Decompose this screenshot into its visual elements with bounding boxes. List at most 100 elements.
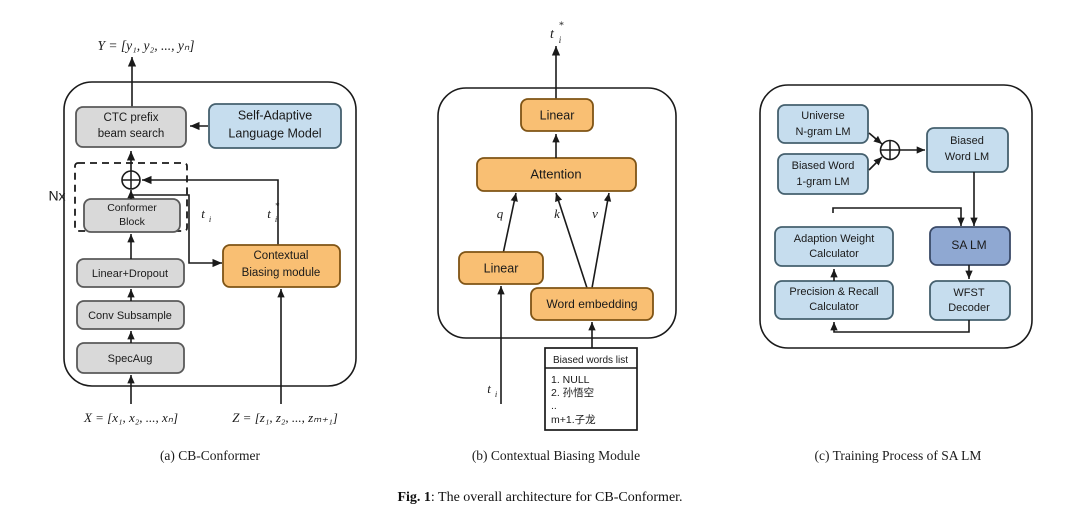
- box-biased-word-1gram-lm[interactable]: Biased Word 1-gram LM: [777, 153, 869, 195]
- box-adaption-weight-calculator[interactable]: Adaption Weight Calculator: [774, 226, 894, 267]
- box-conformer-line1: Conformer: [107, 202, 157, 214]
- box-ctc-rect: [75, 106, 187, 148]
- nx-repeat-label: Nx: [48, 188, 65, 204]
- box-biased-word-lm[interactable]: Biased Word LM: [926, 127, 1009, 173]
- panel-b-output-label: t i *: [550, 20, 563, 45]
- panel-a-caption: (a) CB-Conformer: [160, 448, 261, 463]
- panel-c-caption: (c) Training Process of SA LM: [815, 448, 982, 463]
- label-ti-sub: i: [209, 214, 212, 224]
- box-linear-top-label: Linear: [540, 108, 575, 122]
- box-specaug[interactable]: SpecAug: [76, 342, 185, 374]
- label-ti-star-panel-a: t i *: [267, 201, 280, 224]
- box-wfst-decoder-line2: Decoder: [948, 302, 990, 314]
- box-ctc-line1: CTC prefix: [104, 112, 159, 124]
- box-precision-recall-calculator[interactable]: Precision & Recall Calculator: [774, 280, 894, 320]
- label-v: v: [592, 206, 598, 221]
- box-conformer-block[interactable]: Conformer Block: [83, 198, 181, 233]
- box-biased-word-1gram-rect: [777, 153, 869, 195]
- biased-words-list-frame: [544, 347, 638, 431]
- biased-words-list[interactable]: Biased words list 1. NULL 2. 孙悟空 .. m+1.…: [544, 347, 638, 431]
- arrow-q: [502, 192, 518, 255]
- box-linear-bottom-rect: [458, 251, 544, 285]
- panel-a-input-z-label: Z = [z₁, z₂, ..., zₘ₊₁]: [232, 410, 338, 425]
- box-wfst-decoder-rect: [929, 280, 1011, 321]
- box-biased-word-1gram-line2: 1-gram LM: [796, 176, 849, 188]
- biased-words-list-item-2: ..: [551, 400, 557, 412]
- path-wfst-to-precision: [830, 320, 970, 333]
- arrow-1gram-to-plus: [868, 156, 883, 171]
- box-sa-lm-label: SA LM: [951, 238, 986, 252]
- box-conformer-rect: [83, 198, 181, 233]
- label-ti-panel-a: t i: [201, 206, 212, 224]
- box-linear-dropout-label: Linear+Dropout: [92, 268, 168, 280]
- box-conv-subsample[interactable]: Conv Subsample: [76, 300, 185, 330]
- path-tistar-to-add: [142, 175, 279, 245]
- panel-c-training-process-sa-lm: Universe N-gram LM Biased Word 1-gram LM: [759, 84, 1033, 463]
- box-salm-line2: Language Model: [228, 126, 321, 140]
- label-ti-star-base: t: [267, 206, 271, 221]
- box-salm-line1: Self-Adaptive: [238, 108, 312, 122]
- figure-caption: Fig. 1: The overall architecture for CB-…: [397, 490, 682, 505]
- label-ti-star-sup: *: [275, 201, 280, 211]
- box-contextual-biasing-module[interactable]: Contextual Biasing module: [222, 244, 341, 288]
- biased-words-list-item-3: m+1.子龙: [551, 413, 596, 426]
- box-biased-word-lm-line1: Biased: [950, 135, 984, 147]
- box-salm-rect: [208, 103, 342, 149]
- box-conformer-line2: Block: [119, 216, 145, 228]
- box-universe-ngram-lm[interactable]: Universe N-gram LM: [777, 104, 869, 144]
- label-q: q: [497, 206, 504, 221]
- box-precision-recall-line1: Precision & Recall: [789, 286, 878, 298]
- biased-words-list-item-0: 1. NULL: [551, 374, 590, 386]
- biased-words-list-title: Biased words list: [553, 355, 628, 366]
- panel-c-container: [759, 84, 1033, 349]
- box-linear-dropout[interactable]: Linear+Dropout: [76, 258, 185, 288]
- box-linear-bottom[interactable]: Linear: [458, 251, 544, 285]
- box-biased-word-lm-line2: Word LM: [945, 151, 989, 163]
- box-universe-ngram-line2: N-gram LM: [795, 126, 850, 138]
- panel-b-caption: (b) Contextual Biasing Module: [472, 448, 640, 463]
- box-adaption-weight-line2: Calculator: [809, 248, 859, 260]
- arrow-v: [591, 192, 612, 289]
- box-word-embedding-label: Word embedding: [546, 297, 637, 311]
- box-attention-label: Attention: [530, 166, 581, 181]
- panel-a-cb-conformer: Y = [y₁, y₂, ..., yₙ] CTC prefix beam se…: [48, 38, 357, 463]
- panel-b-input-label: t i: [487, 381, 498, 399]
- panel-a-output-label: Y = [y₁, y₂, ..., yₙ]: [98, 38, 195, 53]
- path-ti-to-cbm: [131, 194, 222, 268]
- circled-plus-icon-panel-a: [121, 170, 141, 190]
- arrow-universe-to-plus: [868, 132, 883, 145]
- box-word-embedding[interactable]: Word embedding: [530, 287, 654, 321]
- arrow-k: [555, 192, 588, 289]
- box-attention[interactable]: Attention: [476, 157, 637, 192]
- panel-b-container: [437, 87, 677, 339]
- box-cbm-line2: Biasing module: [242, 267, 321, 279]
- panel-b-contextual-biasing-module: t i * Linear Attention q k v: [437, 20, 677, 463]
- box-conv-subsample-label: Conv Subsample: [88, 310, 172, 322]
- panel-b-output-sub: i: [559, 35, 562, 45]
- panel-a-container: [63, 81, 357, 387]
- box-adaption-weight-rect: [774, 226, 894, 267]
- box-sa-lm[interactable]: SA LM: [929, 226, 1011, 266]
- box-linear-bottom-label: Linear: [484, 261, 519, 275]
- box-ctc-line2: beam search: [98, 128, 164, 140]
- circled-plus-icon-panel-c: [879, 139, 901, 161]
- box-sa-lm-rect: [929, 226, 1011, 266]
- box-self-adaptive-language-model[interactable]: Self-Adaptive Language Model: [208, 103, 342, 149]
- box-biased-word-lm-rect: [926, 127, 1009, 173]
- panel-b-input-sub: i: [495, 389, 498, 399]
- box-cbm-line1: Contextual: [254, 250, 309, 262]
- panel-b-output-base: t: [550, 27, 555, 42]
- path-adaption-to-salm: [832, 207, 965, 227]
- box-wfst-decoder[interactable]: WFST Decoder: [929, 280, 1011, 321]
- box-wfst-decoder-line1: WFST: [953, 287, 984, 299]
- box-cbm-rect: [222, 244, 341, 288]
- label-k: k: [554, 206, 560, 221]
- box-precision-recall-line2: Calculator: [809, 301, 859, 313]
- biased-words-list-item-1: 2. 孙悟空: [551, 386, 594, 399]
- panel-a-input-x-label: X = [x₁, x₂, ..., xₙ]: [83, 410, 178, 425]
- box-linear-top[interactable]: Linear: [520, 98, 594, 132]
- box-ctc-prefix-beam-search[interactable]: CTC prefix beam search: [75, 106, 187, 148]
- box-biased-word-1gram-line1: Biased Word: [792, 160, 855, 172]
- box-linear-top-rect: [520, 98, 594, 132]
